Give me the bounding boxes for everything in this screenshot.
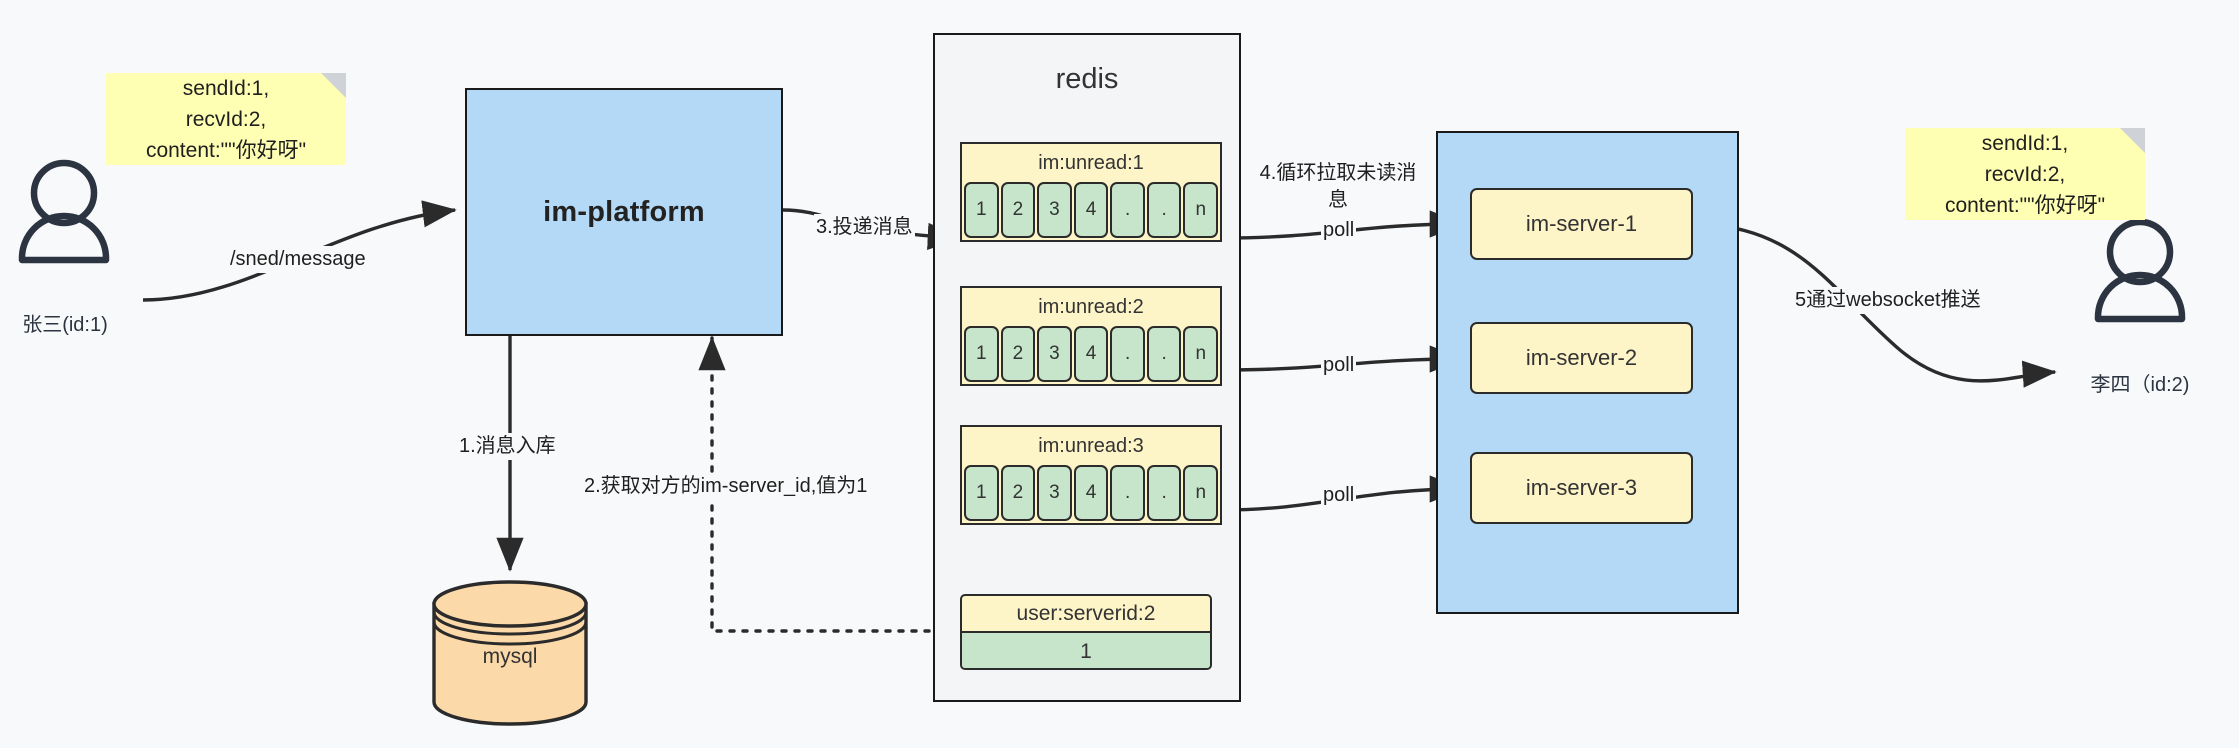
note-left-text: sendId:1, recvId:2, content:""你好呀": [145, 76, 307, 162]
im-server-2-label: im-server-2: [1525, 345, 1638, 370]
edge-label-step4: 4.循环拉取未读消 息: [1256, 160, 1420, 214]
redis-list-3-key: im:unread:3: [1038, 435, 1144, 457]
redis-list-2[interactable]: im:unread:2 1 2 3 4 . . n: [960, 286, 1222, 386]
list-cell[interactable]: 1: [964, 465, 999, 521]
actor-sender-label: 张三(id:1): [22, 314, 108, 336]
mysql-label: mysql: [482, 645, 538, 668]
im-server-1-label: im-server-1: [1525, 211, 1638, 236]
edge-label-step2: 2.获取对方的im-server_id,值为1: [582, 473, 870, 500]
list-cell[interactable]: .: [1110, 182, 1145, 238]
redis-kv-serverid[interactable]: user:serverid:2 1: [960, 594, 1212, 670]
list-cell[interactable]: 1: [964, 182, 999, 238]
edge-label-send-message: /sned/message: [228, 246, 368, 273]
redis-list-2-key: im:unread:2: [1038, 296, 1144, 318]
list-cell[interactable]: n: [1183, 465, 1219, 521]
mysql-node[interactable]: mysql: [434, 645, 586, 679]
list-cell[interactable]: 1: [964, 326, 999, 382]
list-cell[interactable]: 4: [1073, 182, 1109, 238]
edge-label-poll-3: poll: [1321, 482, 1357, 509]
note-right-text: sendId:1, recvId:2, content:""你好呀": [1944, 131, 2106, 217]
redis-list-1-key: im:unread:1: [1038, 152, 1144, 174]
list-cell[interactable]: .: [1110, 326, 1145, 382]
edge-label-step1: 1.消息入库: [457, 433, 558, 460]
im-platform-label: im-platform: [543, 195, 705, 228]
list-cell[interactable]: 2: [1000, 182, 1036, 238]
list-cell[interactable]: .: [1146, 465, 1182, 521]
edge-label-step5: 5通过websocket推送: [1793, 287, 1983, 314]
redis-list-1[interactable]: im:unread:1 1 2 3 4 . . n: [960, 142, 1222, 242]
list-cell[interactable]: 2: [1000, 326, 1036, 382]
redis-kv-key: user:serverid:2: [1016, 602, 1156, 625]
list-cell[interactable]: 3: [1037, 182, 1072, 238]
im-server-3[interactable]: im-server-3: [1470, 452, 1693, 524]
note-fold-icon: [321, 73, 346, 98]
redis-list-3-cells: 1 2 3 4 . . n: [962, 465, 1220, 523]
im-server-2[interactable]: im-server-2: [1470, 322, 1693, 394]
note-fold-icon: [2120, 128, 2145, 153]
im-platform-box[interactable]: im-platform: [465, 88, 783, 336]
list-cell[interactable]: .: [1146, 182, 1182, 238]
actor-sender[interactable]: 张三(id:1): [0, 270, 130, 336]
edge-label-poll-1: poll: [1321, 217, 1357, 244]
redis-title: redis: [1055, 63, 1119, 95]
redis-list-3[interactable]: im:unread:3 1 2 3 4 . . n: [960, 425, 1222, 525]
list-cell[interactable]: 4: [1073, 465, 1109, 521]
list-cell[interactable]: 3: [1037, 465, 1072, 521]
list-cell[interactable]: n: [1183, 326, 1219, 382]
actor-receiver-label: 李四（id:2): [2090, 374, 2190, 396]
edge-label-step3: 3.投递消息: [814, 214, 915, 241]
list-cell[interactable]: 2: [1000, 465, 1036, 521]
list-cell[interactable]: 4: [1073, 326, 1109, 382]
im-server-1[interactable]: im-server-1: [1470, 188, 1693, 260]
actor-receiver[interactable]: 李四（id:2): [2075, 330, 2205, 396]
redis-list-1-cells: 1 2 3 4 . . n: [962, 182, 1220, 240]
list-cell[interactable]: .: [1146, 326, 1182, 382]
note-left: sendId:1, recvId:2, content:""你好呀": [106, 73, 346, 165]
im-server-3-label: im-server-3: [1525, 475, 1638, 500]
note-right: sendId:1, recvId:2, content:""你好呀": [1905, 128, 2145, 220]
redis-kv-value: 1: [962, 631, 1210, 668]
redis-list-2-cells: 1 2 3 4 . . n: [962, 326, 1220, 384]
actor-receiver-icon: [2094, 218, 2186, 323]
actor-sender-icon: [18, 159, 110, 264]
list-cell[interactable]: n: [1183, 182, 1219, 238]
list-cell[interactable]: 3: [1037, 326, 1072, 382]
list-cell[interactable]: .: [1110, 465, 1145, 521]
edge-label-poll-2: poll: [1321, 352, 1357, 379]
